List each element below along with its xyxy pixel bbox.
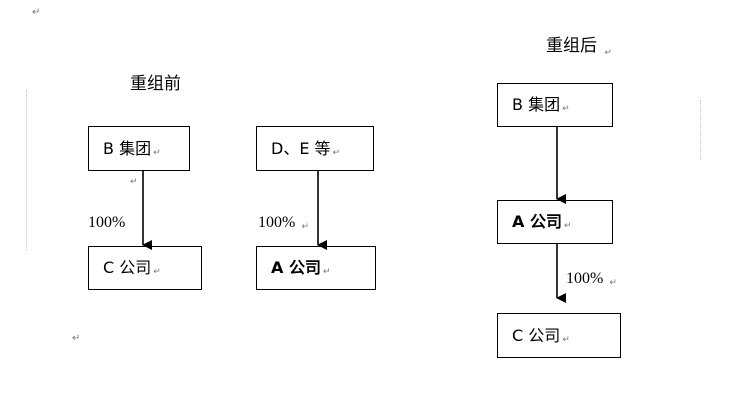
before-ownership-de-to-a: 100% ↵: [258, 214, 309, 232]
before-shareholders-de-label: D、E 等: [271, 138, 331, 158]
paragraph-mark: ↵: [322, 267, 331, 277]
paragraph-mark: ↵: [153, 147, 161, 158]
after-company-a-box: A 公司 ↵: [497, 200, 613, 244]
after-title-text: 重组后: [546, 36, 597, 56]
before-shareholders-de-box: D、E 等 ↵: [256, 126, 374, 171]
before-company-a-box: A 公司 ↵: [256, 246, 376, 290]
after-company-c-box: C 公司 ↵: [497, 313, 621, 358]
margin-guide-line-right: [700, 100, 701, 160]
after-group-b-label: B 集团: [512, 95, 561, 114]
paragraph-mark: ↵: [562, 334, 570, 345]
margin-guide-line: [26, 90, 27, 250]
paragraph-mark: ↵: [604, 48, 612, 58]
after-company-a-label: A 公司: [512, 212, 562, 231]
after-title: 重组后 ↵: [546, 36, 612, 58]
before-company-a-label: A 公司: [271, 258, 321, 277]
paragraph-mark: ↵: [562, 104, 570, 114]
paragraph-mark-top-left: ↵: [32, 7, 41, 18]
after-group-b-box: B 集团 ↵: [497, 83, 613, 127]
paragraph-mark-bottom-left: ↵: [72, 333, 81, 344]
paragraph-mark: ↵: [609, 278, 617, 288]
paragraph-mark: ↵: [563, 221, 572, 231]
paragraph-mark: ↵: [153, 267, 161, 277]
ownership-label: 100%: [566, 270, 604, 287]
paragraph-mark: ↵: [301, 222, 309, 232]
after-company-c-label: C 公司: [512, 325, 561, 345]
before-title: 重组前: [130, 74, 181, 94]
before-company-c-box: C 公司 ↵: [88, 246, 202, 290]
ownership-label: 100%: [258, 214, 296, 231]
before-group-b-label: B 集团: [103, 138, 152, 158]
before-ownership-b-to-c: 100%: [88, 215, 125, 231]
before-company-c-label: C 公司: [103, 258, 152, 277]
before-group-b-box: B 集团 ↵: [88, 126, 190, 171]
ownership-label: 100%: [88, 214, 126, 231]
paragraph-mark-under-b: ↵: [130, 177, 138, 187]
paragraph-mark: ↵: [332, 147, 341, 158]
after-ownership-a-to-c: 100% ↵: [566, 270, 617, 288]
